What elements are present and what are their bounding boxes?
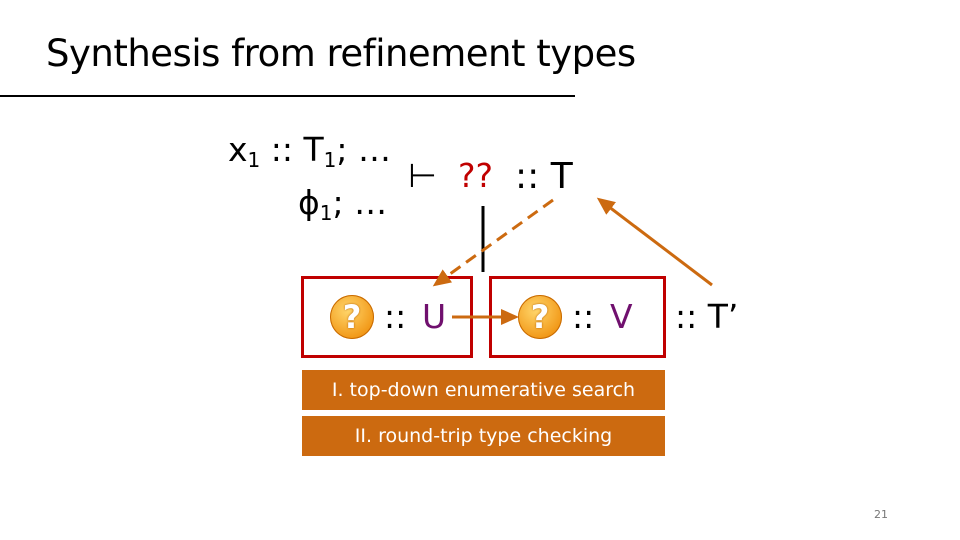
sub: 1 [323, 148, 337, 172]
question-icon: ? [330, 295, 374, 339]
question-icon: ? [518, 295, 562, 339]
hole: ?? [458, 156, 494, 195]
step-2-label: II. round-trip type checking [302, 416, 665, 456]
step-1-label: I. top-down enumerative search [302, 370, 665, 410]
slide-title: Synthesis from refinement types [46, 32, 636, 75]
var-phi: ϕ [298, 183, 320, 222]
sub: 1 [247, 148, 261, 172]
goal-type: :: T [515, 156, 573, 197]
result-type: :: T’ [675, 297, 739, 336]
context-line-1: x1 :: T1; … [228, 130, 391, 172]
context-line-2: ϕ1; … [298, 183, 387, 225]
page-number: 21 [874, 508, 888, 521]
result-arrow [596, 197, 713, 287]
type-u: U [422, 297, 447, 336]
type-v: V [610, 297, 633, 336]
dashed-arrow [432, 198, 554, 287]
ellipsis: ; … [332, 183, 388, 222]
turnstile: ⊢ [408, 156, 437, 195]
var-x: x [228, 130, 248, 169]
type-sep: :: T [260, 130, 324, 169]
sep: :: [572, 297, 595, 336]
sub: 1 [319, 201, 333, 225]
title-underline [0, 95, 575, 97]
hole-box-v: ? :: V [489, 276, 666, 358]
ellipsis: ; … [336, 130, 391, 169]
sep: :: [384, 297, 407, 336]
